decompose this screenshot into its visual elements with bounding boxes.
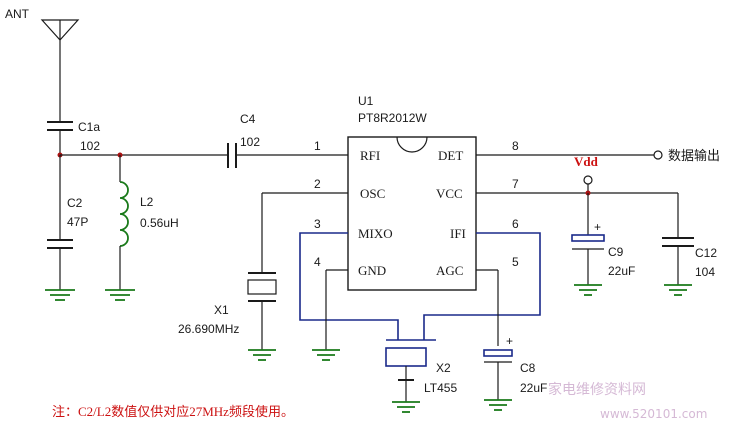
pin-label-vcc: VCC <box>436 186 463 201</box>
pin-number-8: 8 <box>512 139 519 153</box>
c4-ref: C4 <box>240 112 256 126</box>
antenna-label: ANT <box>5 7 30 21</box>
pin-label-ifi: IFI <box>450 226 466 241</box>
watermark-title: 家电维修资料网 <box>548 381 646 398</box>
crystal-x1: X1 26.690MHz <box>178 272 277 336</box>
pin-label-osc: OSC <box>360 186 385 201</box>
ic-body <box>347 136 477 291</box>
polarity-plus-icon: + <box>506 334 513 348</box>
capacitor-c8: + C8 22uF <box>483 334 547 395</box>
x1-value: 26.690MHz <box>178 322 239 336</box>
ground-icon <box>664 284 692 296</box>
pin-number-5: 5 <box>512 255 519 269</box>
vdd-terminal-icon <box>583 175 593 185</box>
ground-icon <box>312 349 340 361</box>
pin-number-2: 2 <box>314 177 321 191</box>
ic-u1: U1 PT8R2012W RFI OSC MIXO GND DET VCC IF… <box>314 94 519 291</box>
pin-number-7: 7 <box>512 177 519 191</box>
c9-ref: C9 <box>608 245 624 259</box>
inductor-coil-icon <box>119 181 129 247</box>
pin-number-3: 3 <box>314 217 321 231</box>
data-output-label: 数据输出 <box>668 148 720 163</box>
pin-label-det: DET <box>438 148 463 163</box>
antenna: ANT <box>5 7 80 122</box>
pin-number-1: 1 <box>314 139 321 153</box>
u1-ref: U1 <box>358 94 374 108</box>
c2-ref: C2 <box>67 196 83 210</box>
c8-ref: C8 <box>520 361 536 375</box>
vdd-label: Vdd <box>574 154 599 169</box>
c12-ref: C12 <box>695 246 717 260</box>
c2-value: 47P <box>67 215 88 229</box>
x2-ref: X2 <box>436 361 451 375</box>
c8-value: 22uF <box>520 381 547 395</box>
ground-icon <box>248 349 276 361</box>
capacitor-c1a: C1a 102 <box>47 120 100 153</box>
ground-icon <box>392 401 420 413</box>
c1a-ref: C1a <box>78 120 100 134</box>
mixo-wire <box>299 232 399 340</box>
pin-label-mixo: MIXO <box>358 226 393 241</box>
ground-icon <box>574 284 602 296</box>
output-terminal-icon <box>653 150 663 160</box>
capacitor-c12: C12 104 <box>662 193 717 285</box>
l2-ref: L2 <box>140 195 154 209</box>
watermark-url: www.520101.com <box>600 407 707 421</box>
pin-number-6: 6 <box>512 217 519 231</box>
inductor-l2: L2 0.56uH <box>119 155 179 290</box>
ground-icon <box>45 289 75 301</box>
c4-value: 102 <box>240 135 260 149</box>
usage-note: 注：C2/L2数值仅供对应27MHz频段使用。 <box>52 404 294 419</box>
pin-number-4: 4 <box>314 255 321 269</box>
pin-label-agc: AGC <box>436 263 463 278</box>
capacitor-c2: C2 47P <box>47 155 88 290</box>
ground-icon <box>484 399 512 411</box>
capacitor-c4: C4 102 <box>227 112 260 168</box>
capacitor-c9: + C9 22uF <box>571 193 635 285</box>
c12-value: 104 <box>695 265 715 279</box>
u1-part-number: PT8R2012W <box>358 111 427 125</box>
polarity-plus-icon: + <box>594 220 601 234</box>
ifi-wire <box>423 232 541 340</box>
ground-icon <box>105 289 135 301</box>
pin-label-rfi: RFI <box>360 148 380 163</box>
l2-value: 0.56uH <box>140 216 179 230</box>
c9-value: 22uF <box>608 264 635 278</box>
filter-x2: X2 LT455 <box>385 339 457 402</box>
x2-value: LT455 <box>424 381 457 395</box>
ic-notch-icon <box>396 136 428 153</box>
x1-ref: X1 <box>214 303 229 317</box>
c1a-value: 102 <box>80 139 100 153</box>
pin-label-gnd: GND <box>358 263 386 278</box>
